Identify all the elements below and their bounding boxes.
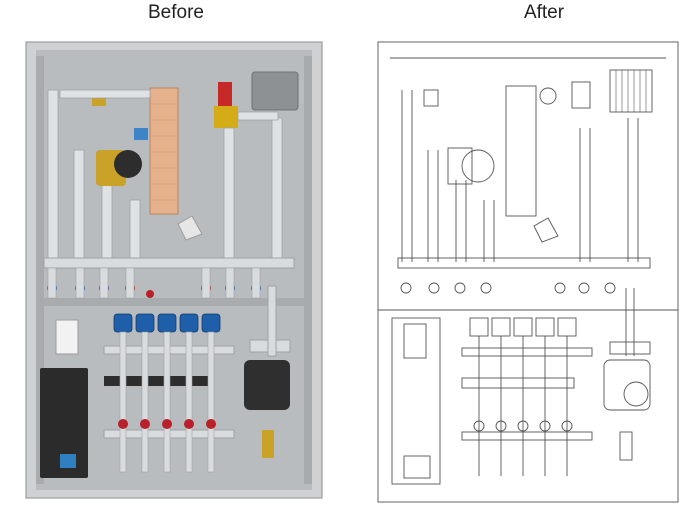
- before-photo-cabinet: [25, 41, 323, 499]
- before-label: Before: [148, 2, 204, 23]
- after-line-drawing-cabinet: [377, 41, 679, 503]
- after-label: After: [523, 2, 565, 23]
